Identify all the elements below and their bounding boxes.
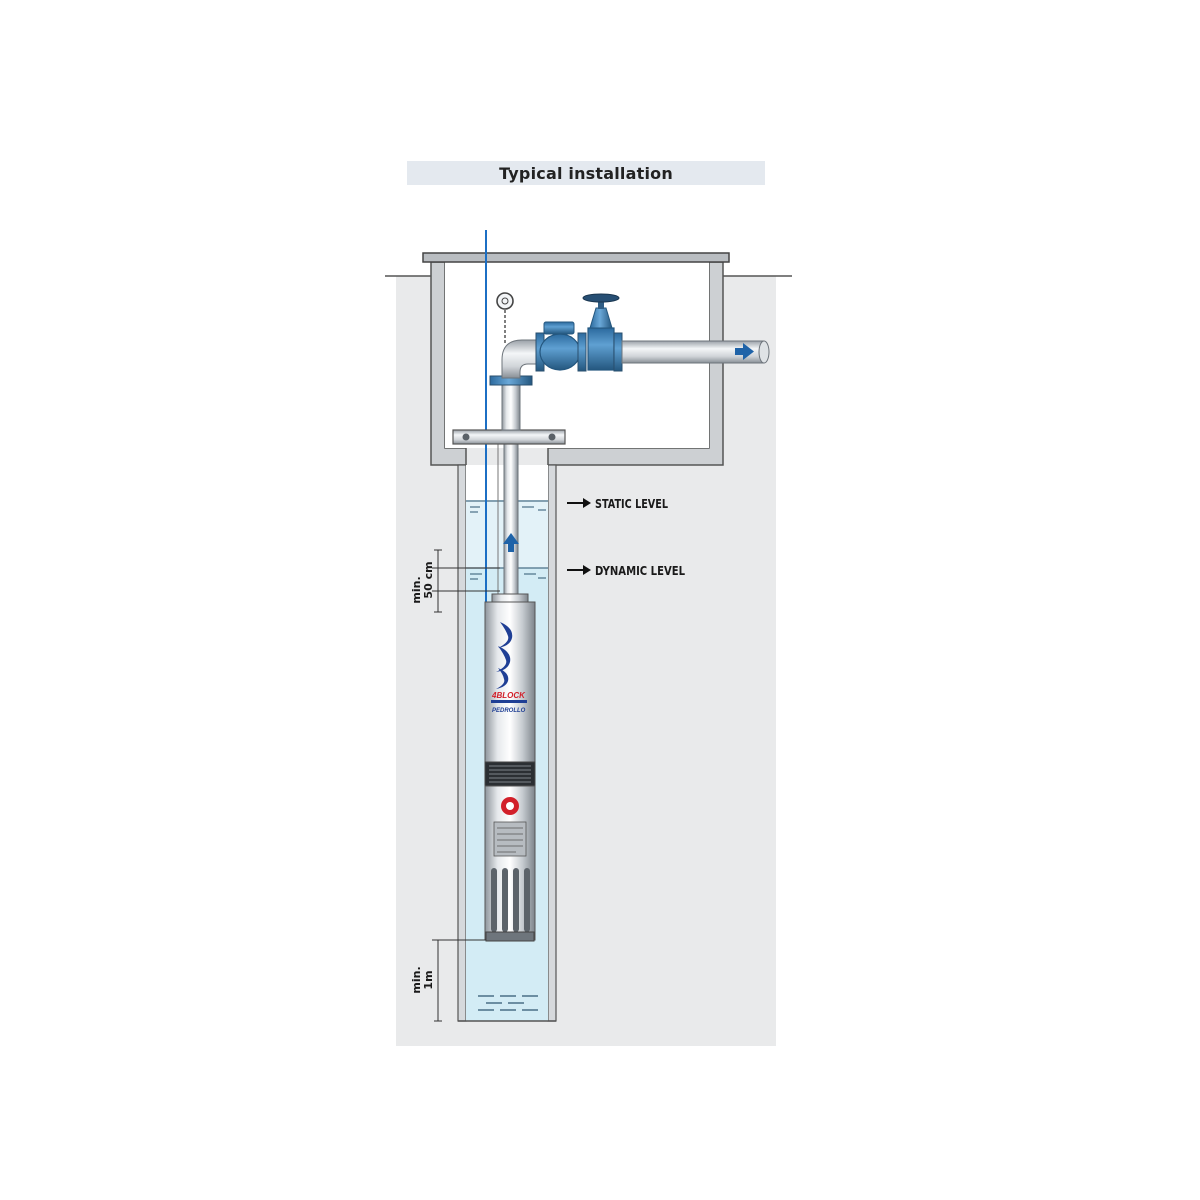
pump-model-label: 4BLOCK xyxy=(491,691,526,700)
gate-valve-body xyxy=(587,327,615,371)
static-level-label: STATIC LEVEL xyxy=(595,497,668,511)
pressure-gauge-icon xyxy=(496,292,514,310)
pump-maker-label: PEDROLLO xyxy=(492,708,526,714)
flange-middle xyxy=(577,332,587,372)
delivery-pipe-end xyxy=(758,340,770,364)
well-bottom-sediment xyxy=(478,995,538,1011)
nameplate-lines xyxy=(497,827,523,853)
dynamic-level-arrow-icon xyxy=(567,565,591,575)
min-50cm-label-line1: min. xyxy=(410,576,423,603)
pit-lid xyxy=(422,252,730,263)
suction-screen-slots xyxy=(489,765,531,783)
well-head-clamp xyxy=(452,429,566,445)
pump-casing xyxy=(484,601,536,763)
min-1m-label-line2: 1m xyxy=(422,970,435,989)
pump-model-stripe xyxy=(491,700,527,703)
gate-valve-bonnet xyxy=(589,307,613,329)
clamp-bolt-left xyxy=(462,433,470,441)
riser-pipe xyxy=(501,377,521,431)
check-valve-top xyxy=(543,321,575,335)
flange-outlet xyxy=(613,332,623,372)
motor-cooling-fins xyxy=(491,868,530,932)
min-1m-label-line1: min. xyxy=(410,966,423,993)
title-bar: Typical installation xyxy=(407,161,765,185)
check-valve-body xyxy=(539,333,581,371)
clamp-bolt-right xyxy=(548,433,556,441)
dimension-min-1m xyxy=(432,939,486,1022)
dynamic-level-label: DYNAMIC LEVEL xyxy=(595,564,685,578)
min-50cm-label-line2: 50 cm xyxy=(422,561,435,598)
pressure-gauge-dial xyxy=(501,297,509,305)
pump-logo-icon xyxy=(496,622,513,689)
rising-flow-arrow xyxy=(503,533,519,552)
motor-logo-center xyxy=(506,802,514,810)
well-wall-left xyxy=(457,464,467,1022)
gate-valve-handwheel-icon xyxy=(582,293,620,303)
static-level-arrow-icon xyxy=(567,498,591,508)
delivery-flow-arrow xyxy=(735,343,754,360)
motor-base xyxy=(485,931,535,942)
diagram-title: Typical installation xyxy=(499,163,673,183)
submersible-pump: 4BLOCK PEDROLLO xyxy=(484,593,536,942)
gate-valve-stem xyxy=(598,300,604,309)
dimension-min-50cm xyxy=(432,549,500,613)
well-wall-right xyxy=(547,464,557,1022)
motor-nameplate xyxy=(493,821,527,857)
